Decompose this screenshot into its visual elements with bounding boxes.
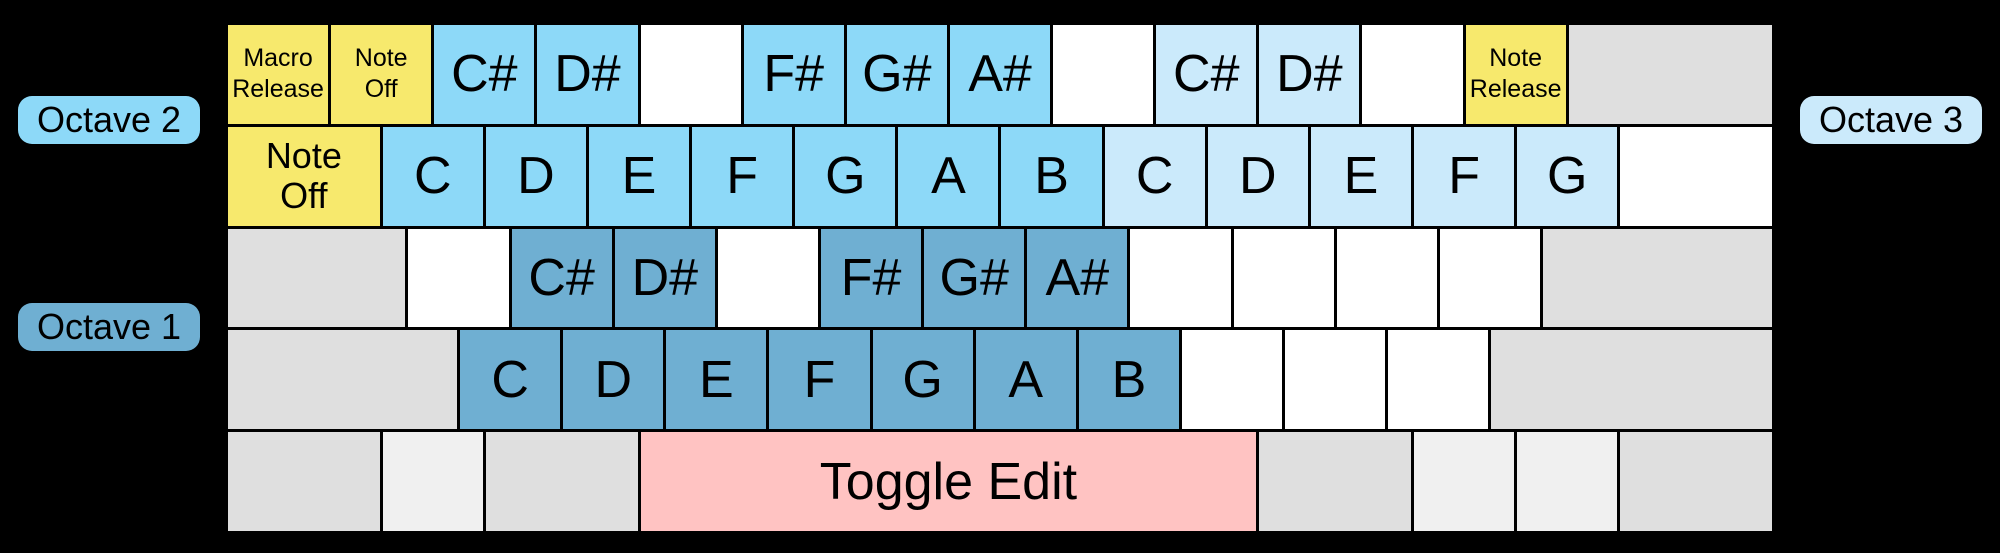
key-a-octave1: A [975,330,1076,430]
key-macro-release: Macro Release [228,25,329,124]
key-space-toggle-edit: Toggle Edit [640,432,1257,531]
key-e-octave1: E [666,330,767,430]
octave-2-label-text: Octave 2 [36,99,182,140]
key-f-octave3: F [1414,126,1515,226]
key-unassigned-white [717,228,819,328]
key-shift-left-unassigned [228,330,458,430]
key-unassigned-white [1233,228,1334,328]
key-e-octave2: E [588,126,690,226]
key-g-octave1: G [872,330,973,430]
key-shift-right-unassigned [1491,330,1772,430]
key-unassigned-white [1388,330,1489,430]
octave-2-label: Octave 2 [18,96,200,144]
key-menu-unassigned [1517,432,1618,531]
key-g-octave3: G [1517,126,1618,226]
key-tab-note-off: Note Off [228,126,380,226]
octave-3-label-text: Octave 3 [1818,99,1964,140]
octave-3-label: Octave 3 [1800,96,1982,144]
key-note-release: Note Release [1465,25,1566,124]
key-gsharp-octave1: G# [924,228,1025,328]
key-asharp-octave2: A# [949,25,1051,124]
key-unassigned-white [1130,228,1231,328]
key-alt-left-unassigned [485,432,638,531]
key-c-octave1: C [460,330,561,430]
key-fsharp-octave2: F# [743,25,844,124]
key-unassigned-white [1053,25,1154,124]
key-dsharp-octave2: D# [537,25,638,124]
key-a-octave2: A [898,126,999,226]
key-c-octave2: C [382,126,483,226]
key-ctrl-right-unassigned [1620,432,1772,531]
key-d-octave3: D [1207,126,1308,226]
key-ctrl-left-unassigned [228,432,380,531]
key-asharp-octave1: A# [1027,228,1128,328]
key-csharp-octave2: C# [434,25,535,124]
octave-1-label-text: Octave 1 [36,306,182,347]
key-f-octave1: F [769,330,870,430]
key-unassigned-white [1285,330,1386,430]
key-gsharp-octave2: G# [846,25,947,124]
key-dsharp-octave3: D# [1259,25,1360,124]
key-g-octave2: G [795,126,896,226]
key-unassigned-white [1439,228,1540,328]
key-b-octave2: B [1001,126,1102,226]
key-unassigned-white [1336,228,1437,328]
key-caps-lock-unassigned [228,228,406,328]
key-unassigned-white [1620,126,1772,226]
key-b-octave1: B [1078,330,1179,430]
key-csharp-octave3: C# [1156,25,1257,124]
key-d-octave1: D [563,330,664,430]
key-win-right-unassigned [1414,432,1515,531]
key-unassigned-white [1181,330,1283,430]
octave-1-label: Octave 1 [18,303,200,351]
key-csharp-octave1: C# [511,228,612,328]
key-unassigned-white [640,25,741,124]
key-backspace-unassigned [1568,25,1772,124]
key-enter-unassigned [1542,228,1772,328]
key-unassigned-white [1362,25,1463,124]
key-unassigned-white [408,228,509,328]
key-d-octave2: D [485,126,586,226]
key-note-off: Note Off [331,25,432,124]
key-c-octave3: C [1104,126,1205,226]
key-f-octave2: F [692,126,793,226]
key-e-octave3: E [1310,126,1412,226]
key-fsharp-octave1: F# [821,228,922,328]
key-win-left-unassigned [382,432,483,531]
key-alt-right-unassigned [1259,432,1412,531]
key-dsharp-octave1: D# [614,228,715,328]
